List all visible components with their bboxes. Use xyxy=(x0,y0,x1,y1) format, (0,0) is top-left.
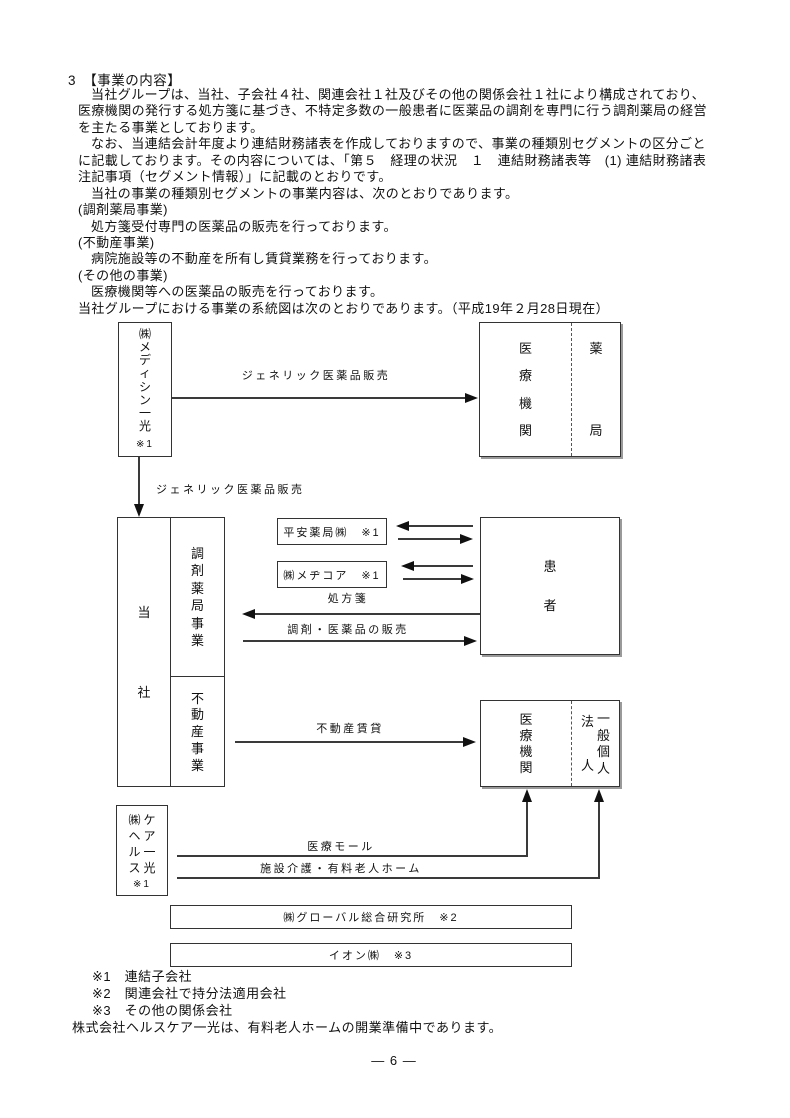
healthcare-ikko-label-right: ケア一光 xyxy=(143,813,156,875)
cell-realestate-segment: 不動産事業 xyxy=(171,677,224,786)
arrow-line-heian-out xyxy=(398,538,461,540)
label-realestate-lease: 不動産賃貸 xyxy=(316,723,384,735)
body-line: 処方箋受付専門の医薬品の販売を行っております。 xyxy=(91,218,397,234)
box-medical-institution-pharmacy: 医療機関 薬局 xyxy=(479,322,621,457)
arrowhead-left-icon xyxy=(401,561,414,571)
body-line: を主たる事業としております。 xyxy=(78,119,264,135)
body-line: 注記事項（セグメント情報）」に記載のとおりです。 xyxy=(78,169,392,185)
box-medical-institution-tenant: 医療機関 法人 一般個人 xyxy=(480,700,620,787)
line-medical-mall-v xyxy=(526,800,528,857)
box-heian-pharmacy: 平安薬局㈱ ※1 xyxy=(277,518,387,545)
box-medicoa: ㈱メヂコア ※1 xyxy=(277,561,387,588)
healthcare-ikko-label-left: ㈱ヘルス xyxy=(128,813,141,875)
cell-medical-institution: 医療機関 xyxy=(480,323,572,456)
arrow-line-generic-top xyxy=(172,397,465,399)
realestate-segment-label: 不動産事業 xyxy=(190,690,204,773)
arrowhead-up-icon xyxy=(522,789,532,802)
label-dispensing-sales: 調剤・医薬品の販売 xyxy=(287,624,409,636)
note-remark: 株式会社ヘルスケア一光は、有料老人ホームの開業準備中であります。 xyxy=(72,1020,503,1035)
arrow-line-prescription xyxy=(255,613,480,615)
line-facility-care-v xyxy=(598,800,600,879)
body-line: (不動産事業) xyxy=(78,234,155,250)
body-line: 当社グループにおける事業の系統図は次のとおりであります。（平成19年２月28日現… xyxy=(78,300,610,316)
body-line: (調剤薬局事業) xyxy=(78,202,168,218)
body-line: 医療機関等への医薬品の販売を行っております。 xyxy=(91,284,384,300)
arrowhead-right-icon xyxy=(463,737,476,747)
label-prescription: 処方箋 xyxy=(327,593,369,605)
cell-tenants: 法人 一般個人 xyxy=(572,701,619,786)
line-medical-mall-h xyxy=(177,855,528,857)
patient-label: 患者 xyxy=(543,559,557,613)
line-facility-care-h xyxy=(177,877,600,879)
label-generic-sales-top: ジェネリック医薬品販売 xyxy=(241,370,391,382)
arrowhead-left-icon xyxy=(242,609,255,619)
body-line: (その他の事業) xyxy=(78,267,168,283)
individual-label: 一般個人 xyxy=(597,711,611,776)
cell-company: 当社 xyxy=(118,518,171,786)
arrow-line-heian-in xyxy=(409,525,473,527)
medicine-ikko-note: ※1 xyxy=(136,439,154,450)
arrow-line-generic-down xyxy=(138,457,140,505)
arrowhead-left-icon xyxy=(396,521,409,531)
aeon-label: イオン㈱ ※3 xyxy=(328,950,414,962)
label-facility-care: 施設介護・有料老人ホーム xyxy=(260,863,422,875)
dispensing-segment-label: 調剤薬局事業 xyxy=(190,546,204,648)
box-global-research: ㈱グローバル総合研究所 ※2 xyxy=(170,905,572,929)
body-line: 医療機関の発行する処方箋に基づき、不特定多数の一般患者に医薬品の調剤を専門に行う… xyxy=(78,103,707,119)
note-2: ※2 関連会社で持分法適用会社 xyxy=(92,986,287,1001)
note-1: ※1 連結子会社 xyxy=(92,969,193,984)
medicine-ikko-label: ㈱メディシン一光 xyxy=(138,327,151,433)
body-line: 病院施設等の不動産を所有し賃貸業務を行っております。 xyxy=(91,251,438,267)
company-label: 当社 xyxy=(137,604,151,700)
arrow-line-medicoa-out xyxy=(403,578,461,580)
arrow-line-dispensing-sales xyxy=(243,640,465,642)
medical-institution-label: 医療機関 xyxy=(518,341,532,438)
box-company: 当社 調剤薬局事業 不動産事業 xyxy=(117,517,225,787)
medicoa-label: ㈱メヂコア ※1 xyxy=(283,569,381,582)
section-heading: 3 【事業の内容】 xyxy=(68,73,182,88)
body-line: 当社の事業の種類別セグメントの事業内容は、次のとおりであります。 xyxy=(91,185,519,201)
cell-medical-institution-bottom: 医療機関 xyxy=(481,701,572,786)
note-3: ※3 その他の関係会社 xyxy=(92,1003,233,1018)
arrowhead-right-icon xyxy=(461,574,474,584)
healthcare-ikko-note: ※1 xyxy=(133,879,151,890)
medical-institution-bottom-label: 医療機関 xyxy=(519,711,533,776)
heian-pharmacy-label: 平安薬局㈱ ※1 xyxy=(283,526,381,539)
arrowhead-up-icon xyxy=(594,789,604,802)
box-healthcare-ikko: ㈱ヘルス ケア一光 ※1 xyxy=(116,805,168,896)
arrow-line-realestate-lease xyxy=(235,741,464,743)
arrowhead-right-icon xyxy=(465,393,478,403)
arrowhead-right-icon xyxy=(464,636,477,646)
box-medicine-ikko: ㈱メディシン一光 ※1 xyxy=(118,322,172,457)
arrowhead-down-icon xyxy=(134,504,144,517)
global-research-label: ㈱グローバル総合研究所 ※2 xyxy=(283,912,459,924)
body-text: 当社グループは、当社、子会社４社、関連会社１社及びその他の関係会社１社により構成… xyxy=(78,87,707,317)
body-line: 当社グループは、当社、子会社４社、関連会社１社及びその他の関係会社１社により構成… xyxy=(91,87,706,102)
arrow-line-medicoa-in xyxy=(414,565,473,567)
body-line: に記載しております。その内容については、「第５ 経理の状況 １ 連結財務諸表等 … xyxy=(78,152,707,168)
cell-dispensing-segment: 調剤薬局事業 xyxy=(171,518,224,677)
arrowhead-right-icon xyxy=(460,534,473,544)
corporation-label: 法人 xyxy=(580,714,594,773)
cell-pharmacy: 薬局 xyxy=(572,323,620,456)
page-number: — 6 — xyxy=(371,1053,417,1068)
label-medical-mall: 医療モール xyxy=(307,841,375,853)
box-aeon: イオン㈱ ※3 xyxy=(170,943,572,967)
body-line: なお、当連結会計年度より連結財務諸表を作成しておりますので、事業の種類別セグメン… xyxy=(91,136,706,152)
label-generic-sales-down: ジェネリック医薬品販売 xyxy=(156,484,305,496)
pharmacy-label: 薬局 xyxy=(589,341,603,438)
box-patient: 患者 xyxy=(480,517,620,655)
